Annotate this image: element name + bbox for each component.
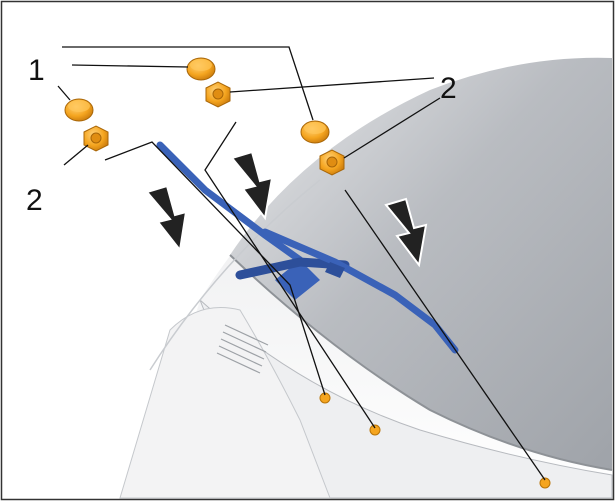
hood-edge [149, 179, 321, 371]
callout-label-2-left: 2 [26, 184, 43, 217]
cap-1-center [186, 57, 216, 81]
nut-2-center [205, 81, 231, 108]
pivot-stud-3 [539, 477, 551, 489]
windscreen-edge [229, 254, 613, 471]
nut-2-right [319, 149, 345, 176]
leader-lines-2 [63, 77, 441, 166]
nut-2-left [83, 125, 109, 152]
removal-arrow-right [384, 197, 428, 268]
cowl-vent-grille [216, 324, 269, 374]
engine-bay [119, 307, 331, 499]
callout-label-2-right: 2 [440, 72, 457, 105]
cap-1-left [64, 98, 94, 122]
wiper-arm-right [261, 228, 459, 354]
removal-arrow-center [230, 150, 274, 221]
cap-1-right [300, 120, 330, 144]
guide-lines [104, 121, 546, 481]
pivot-stud-2 [369, 424, 381, 436]
removal-arrow-left [145, 184, 188, 253]
leader-lines-1 [57, 46, 314, 121]
callout-label-1: 1 [28, 54, 45, 87]
